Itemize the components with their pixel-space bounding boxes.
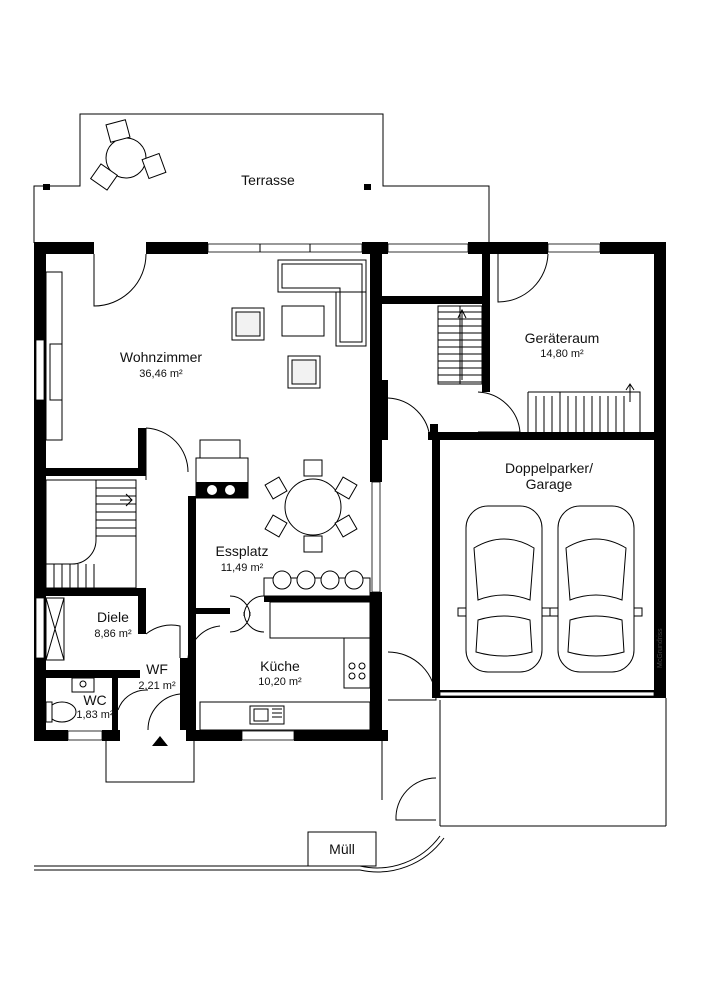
area-essplatz: 11,49 m² [221, 562, 264, 574]
terrace [33, 113, 490, 243]
label-wc: WC [83, 692, 106, 708]
label-garage-2: Garage [526, 476, 573, 492]
watermark: McGrundriss [657, 628, 664, 668]
label-terrasse: Terrasse [241, 172, 295, 188]
area-diele: 8,86 m² [94, 628, 132, 640]
label-essplatz: Essplatz [216, 543, 269, 559]
label-muell: Müll [329, 841, 355, 857]
area-kueche: 10,20 m² [258, 676, 302, 688]
car-right [549, 505, 643, 673]
area-wohnzimmer: 36,46 m² [139, 368, 183, 380]
terrace-table [89, 119, 167, 191]
label-kueche: Küche [260, 658, 300, 674]
doors [93, 253, 549, 821]
outdoor-lines [34, 698, 667, 873]
entrance [105, 736, 195, 783]
area-wf: 2,21 m² [138, 680, 176, 692]
label-wohnzimmer: Wohnzimmer [120, 349, 203, 365]
walls [34, 242, 666, 741]
label-diele: Diele [97, 609, 129, 625]
car-left [457, 505, 551, 673]
label-wf: WF [146, 661, 168, 677]
area-geraeteraum: 14,80 m² [540, 348, 584, 360]
area-wc: 1,83 m² [76, 709, 114, 721]
label-geraeteraum: Geräteraum [525, 330, 600, 346]
furniture [45, 259, 655, 731]
stairs [45, 305, 641, 589]
room-labels: Terrasse Wohnzimmer 36,46 m² Geräteraum … [76, 172, 599, 857]
label-garage-1: Doppelparker/ [505, 460, 593, 476]
